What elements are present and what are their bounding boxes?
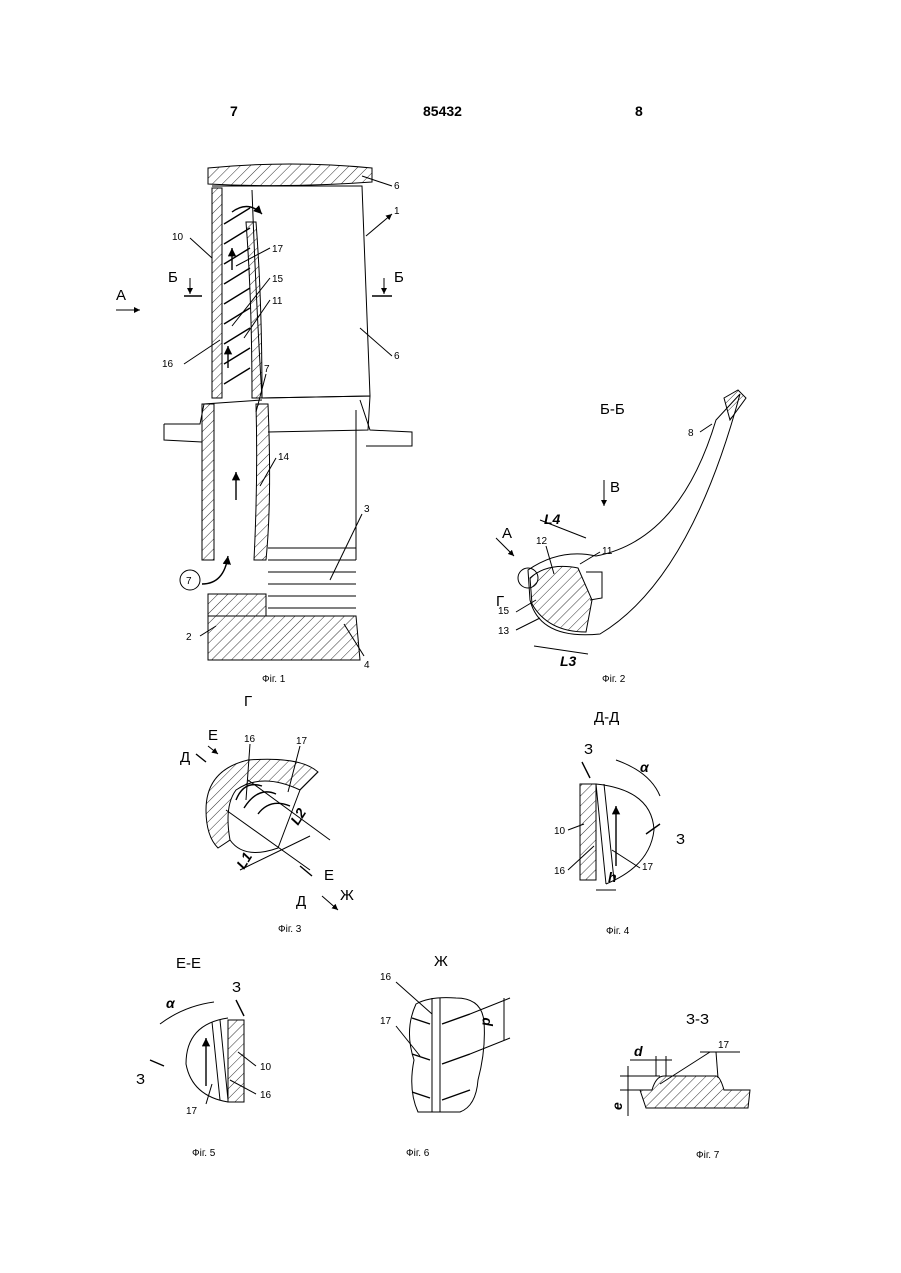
fig1-label-1: 1 — [394, 206, 400, 217]
fig4-dim-h: h — [608, 869, 617, 885]
fig1-label-5: 6 — [394, 181, 400, 192]
fig5-caption: Фіг. 5 — [192, 1148, 216, 1159]
fig2-view-a: А — [502, 525, 512, 542]
figure-4: Д-Д α З З h 10 16 17 Фіг. 4 — [554, 709, 685, 937]
fig6-title: Ж — [434, 953, 448, 970]
fig1-label-16: 16 — [162, 359, 174, 370]
fig1-caption: Фіг. 1 — [262, 674, 286, 685]
figure-1: А Б Б 7 6 1 6 10 17 15 11 16 7 14 3 2 — [116, 164, 412, 685]
fig3-label-16: 16 — [244, 734, 256, 745]
fig3-title: Г — [244, 693, 252, 710]
fig1-section-b-right: Б — [394, 269, 404, 286]
fig2-label-15: 15 — [498, 606, 510, 617]
figure-3: Г Д Е L1 L2 Е Д Ж 16 17 Фіг. 3 — [180, 693, 354, 935]
fig4-cut-z-top: З — [584, 741, 593, 758]
fig1-label-4: 4 — [364, 660, 370, 671]
fig2-view-v: В — [610, 479, 620, 496]
fig6-caption: Фіг. 6 — [406, 1148, 430, 1159]
fig1-label-7: 6 — [394, 351, 400, 362]
fig1-label-14: 14 — [278, 452, 290, 463]
fig1-label-2: 2 — [186, 632, 192, 643]
fig1-section-b-left: Б — [168, 269, 178, 286]
figure-2: Б-Б В А L4 L3 Г 8 11 12 15 13 Фіг. 2 — [496, 390, 746, 685]
fig3-cut-d-bottom: Д — [296, 893, 306, 910]
fig2-label-8: 8 — [688, 428, 694, 439]
fig4-angle: α — [640, 759, 650, 775]
fig3-dim-l2: L2 — [287, 805, 309, 828]
fig3-cut-e-bottom: Е — [324, 867, 334, 884]
fig1-label-3: 3 — [364, 504, 370, 515]
fig1-label-15: 15 — [272, 274, 284, 285]
figure-7: З-З e d 17 Фіг. 7 — [609, 1011, 750, 1161]
fig1-label-10: 10 — [172, 232, 184, 243]
fig3-label-17: 17 — [296, 736, 308, 747]
fig2-title: Б-Б — [600, 401, 625, 418]
fig5-label-16: 16 — [260, 1090, 272, 1101]
fig4-label-17: 17 — [642, 862, 654, 873]
figure-5: Е-Е α З З 10 16 17 Фіг. 5 — [136, 955, 272, 1159]
fig4-label-10: 10 — [554, 826, 566, 837]
fig4-cut-z-right: З — [676, 831, 685, 848]
fig7-dim-e: e — [609, 1102, 625, 1110]
fig3-cut-e-top: Е — [208, 727, 218, 744]
fig1-label-17: 17 — [272, 244, 284, 255]
fig2-label-13: 13 — [498, 626, 510, 637]
fig7-label-17: 17 — [718, 1040, 730, 1051]
fig6-label-16: 16 — [380, 972, 392, 983]
figure-6: Ж p 16 17 Фіг. 6 — [380, 953, 510, 1159]
fig5-cut-z-top: З — [232, 979, 241, 996]
fig6-fins — [412, 1014, 470, 1100]
fig5-title: Е-Е — [176, 955, 201, 972]
fig7-title: З-З — [686, 1011, 709, 1028]
fig1-label-9: 7 — [186, 576, 192, 587]
fig5-label-10: 10 — [260, 1062, 272, 1073]
fig5-label-17: 17 — [186, 1106, 198, 1117]
fig1-view-a: А — [116, 287, 126, 304]
fig2-label-11: 11 — [602, 546, 613, 557]
fig7-dim-d: d — [634, 1043, 643, 1059]
fig3-cut-d-top: Д — [180, 749, 190, 766]
fig4-caption: Фіг. 4 — [606, 926, 630, 937]
blade-root-lines — [268, 548, 356, 608]
fig7-caption: Фіг. 7 — [696, 1150, 720, 1161]
fig1-label-11: 11 — [272, 296, 283, 307]
fig4-label-16: 16 — [554, 866, 566, 877]
fig5-cut-z-left: З — [136, 1071, 145, 1088]
fig3-view-zh: Ж — [340, 887, 354, 904]
fig6-label-17: 17 — [380, 1016, 392, 1027]
fig1-label-6: 7 — [264, 364, 270, 375]
fig2-dim-l4: L4 — [544, 511, 561, 527]
fig4-title: Д-Д — [594, 709, 619, 726]
fig5-angle: α — [166, 995, 176, 1011]
fig6-dim-p: p — [477, 1017, 493, 1027]
fig2-label-12: 12 — [536, 536, 548, 547]
fig2-dim-l3: L3 — [560, 653, 577, 669]
fig3-caption: Фіг. 3 — [278, 924, 302, 935]
fig2-caption: Фіг. 2 — [602, 674, 626, 685]
